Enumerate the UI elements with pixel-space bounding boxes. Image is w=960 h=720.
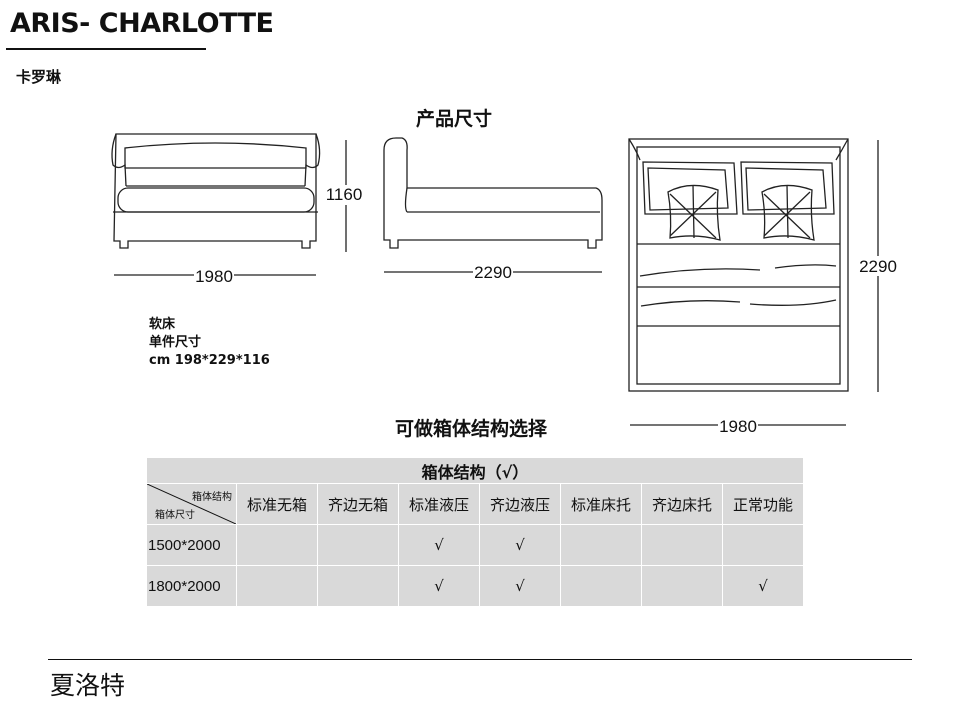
table-corner-cell: 箱体结构 箱体尺寸 [146, 483, 237, 525]
table-cell [236, 565, 318, 607]
dimensions-title: 产品尺寸 [416, 108, 493, 130]
column-header: 标准液压 [398, 483, 480, 525]
footer-divider [48, 659, 912, 660]
front-height-label: 1160 [326, 185, 363, 204]
structure-table: 箱体结构（√） 箱体结构 箱体尺寸 标准无箱 齐边无箱 标准液压 齐边液压 标准… [146, 457, 804, 607]
top-view-drawing [628, 138, 879, 426]
column-header: 正常功能 [722, 483, 804, 525]
product-name-cn: 卡罗琳 [16, 68, 62, 86]
table-row: 1500*2000 √ √ [146, 524, 804, 566]
table-cell [317, 524, 399, 566]
product-info: 软床 单件尺寸 cm 198*229*116 [149, 316, 270, 370]
corner-label-size: 箱体尺寸 [155, 510, 195, 521]
column-header: 齐边无箱 [317, 483, 399, 525]
structure-title: 可做箱体结构选择 [395, 418, 548, 440]
front-width-label: 1980 [195, 267, 233, 286]
column-header: 标准无箱 [236, 483, 318, 525]
brand-underline [6, 48, 206, 50]
table-cell [560, 565, 642, 607]
top-length-label: 2290 [859, 257, 897, 276]
bed-drawings: 1980 1160 2290 2290 1980 [111, 133, 897, 436]
front-view-drawing [111, 133, 347, 276]
table-cell: √ [479, 524, 561, 566]
corner-label-structure: 箱体结构 [192, 492, 232, 503]
size-value: cm 198*229*116 [149, 353, 270, 368]
table-cell [560, 524, 642, 566]
table-cell [722, 524, 804, 566]
footer-title: 夏洛特 [50, 671, 126, 700]
column-header: 齐边床托 [641, 483, 723, 525]
side-length-label: 2290 [474, 263, 512, 282]
row-size-cell: 1500*2000 [146, 524, 237, 566]
table-row: 1800*2000 √ √ √ [146, 565, 804, 607]
row-size-cell: 1800*2000 [146, 565, 237, 607]
table-cell [641, 524, 723, 566]
table-cell: √ [398, 565, 480, 607]
table-title: 箱体结构（√） [146, 457, 804, 484]
column-header: 标准床托 [560, 483, 642, 525]
top-width-label: 1980 [719, 417, 757, 436]
table-cell: √ [722, 565, 804, 607]
table-cell [317, 565, 399, 607]
size-label: 单件尺寸 [149, 335, 202, 350]
column-header: 齐边液压 [479, 483, 561, 525]
product-type: 软床 [149, 317, 176, 332]
table-cell [236, 524, 318, 566]
table-cell: √ [398, 524, 480, 566]
brand-title: ARIS- CHARLOTTE [10, 8, 274, 39]
table-cell: √ [479, 565, 561, 607]
table-cell [641, 565, 723, 607]
side-view-drawing [383, 137, 603, 273]
table-header-row: 箱体结构 箱体尺寸 标准无箱 齐边无箱 标准液压 齐边液压 标准床托 齐边床托 … [146, 483, 804, 525]
